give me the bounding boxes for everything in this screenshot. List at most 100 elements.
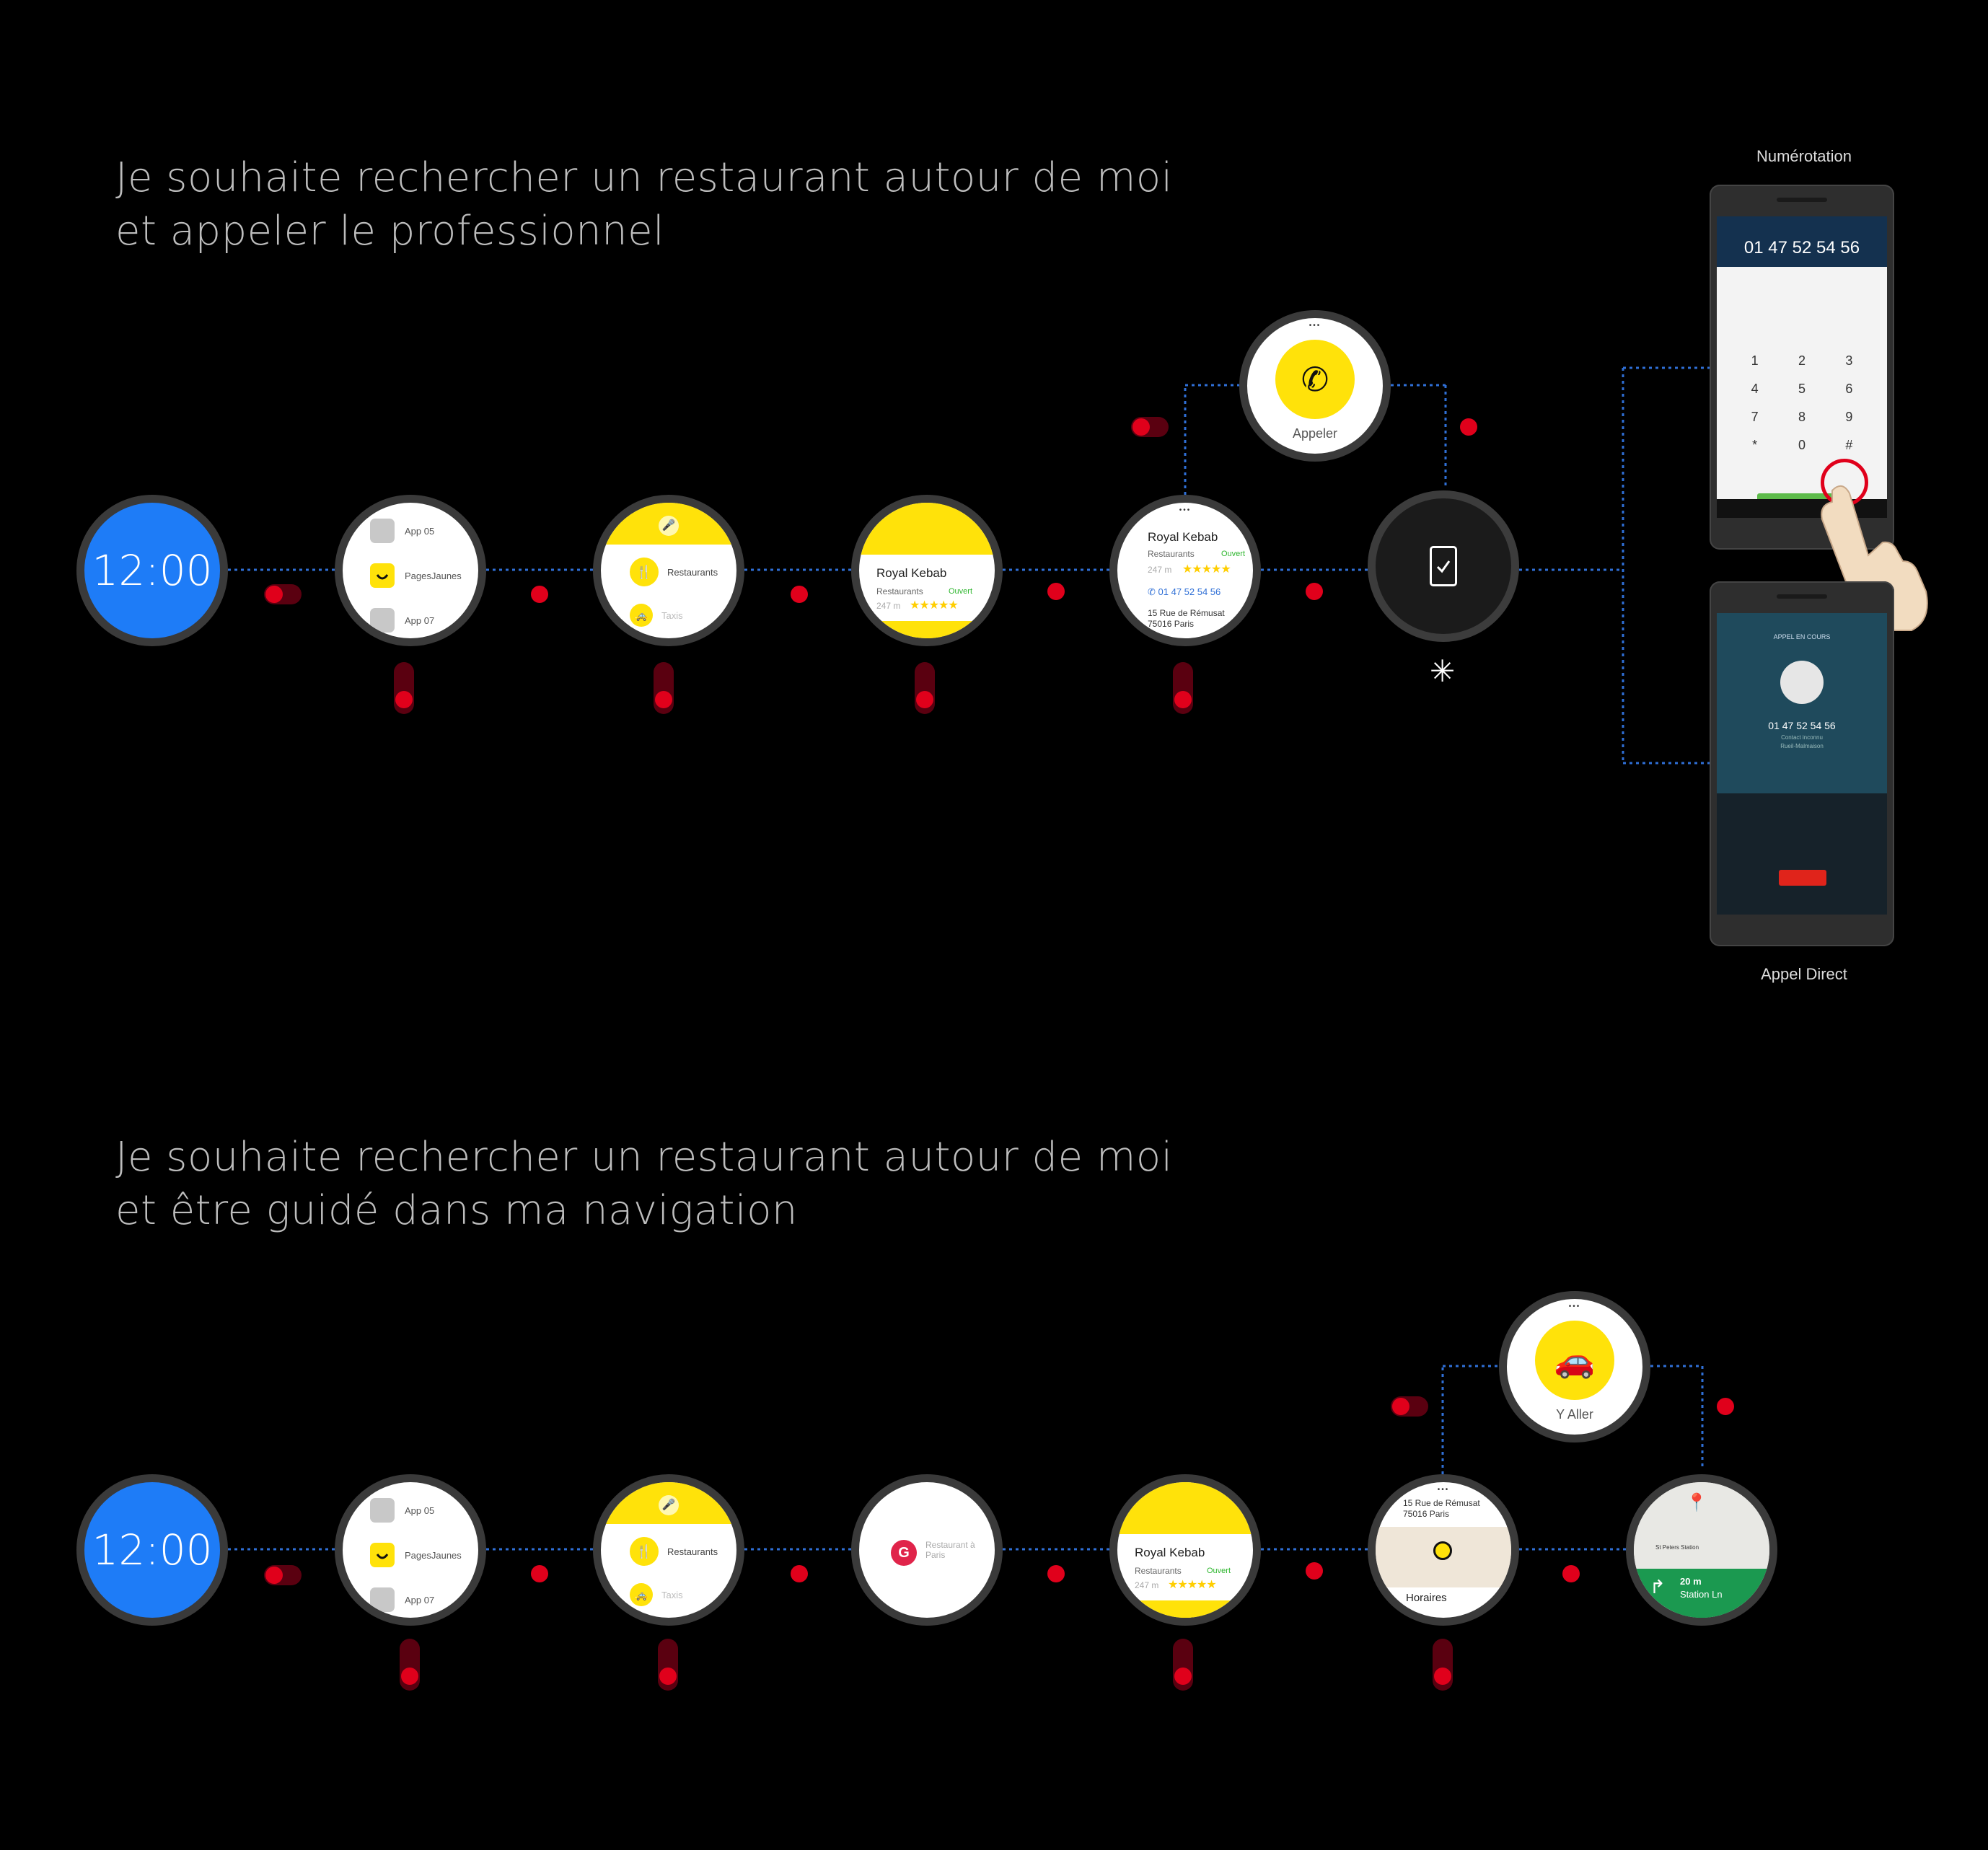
category-restaurants[interactable]: 🍴Restaurants — [630, 558, 718, 586]
call-caption: Appel Direct — [1761, 965, 1847, 983]
key[interactable]: 3 — [1845, 353, 1853, 368]
tap-gesture-marker — [1047, 583, 1065, 600]
watch-detail-card[interactable]: ••• Royal Kebab Restaurants Ouvert 247 m… — [1109, 495, 1261, 646]
hours-label[interactable]: Horaires — [1406, 1592, 1447, 1604]
swipe-gesture-marker-dot — [1392, 1398, 1409, 1415]
key[interactable]: 2 — [1798, 353, 1806, 368]
category-taxis[interactable]: 🚕Taxis — [630, 1583, 683, 1606]
swipe-gesture-marker-dot — [265, 586, 283, 603]
watch-go-action[interactable]: ••• 🚗 Y Aller — [1499, 1291, 1650, 1442]
microphone-icon[interactable]: 🎤 — [659, 1495, 679, 1515]
category-taxis[interactable]: 🚕Taxis — [630, 604, 683, 627]
tap-gesture-marker — [1562, 1565, 1580, 1582]
tap-gesture-marker — [791, 586, 808, 603]
destination-pin-icon: 📍 — [1686, 1493, 1707, 1512]
app-label: App 05 — [405, 1505, 435, 1516]
scenario1-heading: Je souhaite rechercher un restaurant aut… — [115, 151, 1173, 258]
call-screen: APPEL EN COURS 01 47 52 54 56 Contact in… — [1717, 613, 1887, 915]
watch-app-list[interactable]: App 05 PagesJaunes App 07 — [335, 1474, 486, 1626]
restaurant-category: Restaurants — [1135, 1566, 1182, 1576]
restaurant-name: Royal Kebab — [1135, 1546, 1205, 1559]
dialer-screen: 01 47 52 54 56 1 2 3 4 5 6 7 8 9 * 0 # — [1717, 216, 1887, 518]
watch-clock[interactable]: 12:00 — [76, 495, 228, 646]
watch-result-card[interactable]: Royal Kebab Restaurants Ouvert 247 m ★★★… — [1109, 1474, 1261, 1626]
dial-caption: Numérotation — [1756, 147, 1852, 165]
car-icon[interactable]: 🚗 — [1535, 1321, 1614, 1400]
turn-right-arrow-icon: ↱ — [1650, 1576, 1666, 1598]
tap-gesture-marker — [1460, 418, 1477, 436]
category-label: Taxis — [661, 1589, 683, 1600]
watch-navigation[interactable]: 📍 St Peters Station ↱ 20 m Station Ln — [1626, 1474, 1777, 1626]
swipe-gesture-marker-dot — [1132, 418, 1150, 436]
status-open: Ouvert — [1207, 1567, 1231, 1575]
microphone-icon[interactable]: 🎤 — [659, 516, 679, 536]
avatar — [1780, 661, 1824, 704]
watch-open-on-phone[interactable] — [1368, 490, 1519, 642]
watch-clock[interactable]: 12:00 — [76, 1474, 228, 1626]
key[interactable]: 6 — [1845, 382, 1853, 396]
phone-link[interactable]: ✆ 01 47 52 54 56 — [1148, 586, 1221, 597]
key[interactable]: 1 — [1751, 353, 1759, 368]
rating-stars: ★★★★★ — [1182, 563, 1231, 576]
distance: 247 m — [1148, 565, 1172, 575]
page-dots: ••• — [1179, 506, 1192, 514]
watch-categories[interactable]: 🎤 🍴Restaurants 🚕Taxis — [593, 1474, 744, 1626]
app-row-pagesjaunes[interactable]: PagesJaunes — [370, 563, 462, 588]
app-row[interactable]: App 07 — [370, 608, 434, 633]
hand-pointer-icon — [1821, 485, 1928, 631]
phone-dialer: 01 47 52 54 56 1 2 3 4 5 6 7 8 9 * 0 # — [1710, 185, 1894, 550]
restaurant-category: Restaurants — [876, 586, 923, 596]
hang-up-button[interactable] — [1779, 870, 1826, 886]
watch-call-action[interactable]: ••• ✆ Appeler — [1239, 310, 1391, 462]
key[interactable]: # — [1845, 438, 1853, 452]
distance: 247 m — [1135, 1580, 1159, 1590]
pagesjaunes-smile-icon — [370, 563, 395, 588]
swipe-gesture-marker-dot — [265, 1567, 283, 1584]
call-label: Appeler — [1292, 426, 1338, 441]
app-label: PagesJaunes — [405, 570, 462, 581]
phone-check-icon — [1430, 546, 1457, 586]
tap-gesture-marker — [531, 1565, 548, 1582]
watch-google-search[interactable]: G Restaurant à Paris — [851, 1474, 1003, 1626]
watch-result-card[interactable]: Royal Kebab Restaurants Ouvert 247 m ★★★… — [851, 495, 1003, 646]
watch-categories[interactable]: 🎤 🍴Restaurants 🚕Taxis — [593, 495, 744, 646]
key[interactable]: * — [1752, 438, 1758, 452]
app-row[interactable]: App 07 — [370, 1587, 434, 1612]
tap-gesture-marker — [531, 586, 548, 603]
address: 15 Rue de Rémusat 75016 Paris — [1148, 608, 1225, 630]
key[interactable]: 7 — [1751, 410, 1759, 424]
watch-app-list[interactable]: App 05 PagesJaunes App 07 — [335, 495, 486, 646]
watch-map-card[interactable]: ••• 15 Rue de Rémusat 75016 Paris Horair… — [1368, 1474, 1519, 1626]
category-restaurants[interactable]: 🍴Restaurants — [630, 1537, 718, 1566]
dialer-header — [1717, 216, 1887, 267]
key[interactable]: 8 — [1798, 410, 1806, 424]
key[interactable]: 4 — [1751, 382, 1759, 396]
car-icon: 🚕 — [630, 604, 653, 627]
key[interactable]: 9 — [1845, 410, 1853, 424]
keypad: 1 2 3 4 5 6 7 8 9 * 0 # — [1731, 353, 1873, 453]
app-row-pagesjaunes[interactable]: PagesJaunes — [370, 1543, 462, 1567]
page-dots: ••• — [1568, 1303, 1581, 1311]
app-row[interactable]: App 05 — [370, 1498, 434, 1523]
header-bar — [859, 503, 995, 555]
app-row[interactable]: App 05 — [370, 519, 434, 543]
app-icon — [370, 519, 395, 543]
tap-gesture-marker — [1306, 583, 1323, 600]
phone-icon[interactable]: ✆ — [1275, 340, 1355, 419]
app-label: PagesJaunes — [405, 1549, 462, 1561]
footer-bar — [1117, 1600, 1253, 1618]
scroll-gesture-marker-dot — [395, 691, 413, 708]
map-pin-icon — [1433, 1541, 1452, 1560]
header-bar — [1117, 1482, 1253, 1534]
status-open: Ouvert — [949, 587, 973, 596]
scroll-gesture-marker-dot — [1434, 1668, 1451, 1685]
map-preview[interactable] — [1376, 1527, 1511, 1587]
key[interactable]: 0 — [1798, 438, 1806, 452]
nav-bar — [1717, 499, 1887, 518]
speaker — [1777, 594, 1827, 599]
app-label: App 05 — [405, 525, 435, 537]
clock-time: 12:00 — [92, 1525, 213, 1574]
key[interactable]: 5 — [1798, 382, 1806, 396]
tap-gesture-marker — [1717, 1398, 1734, 1415]
